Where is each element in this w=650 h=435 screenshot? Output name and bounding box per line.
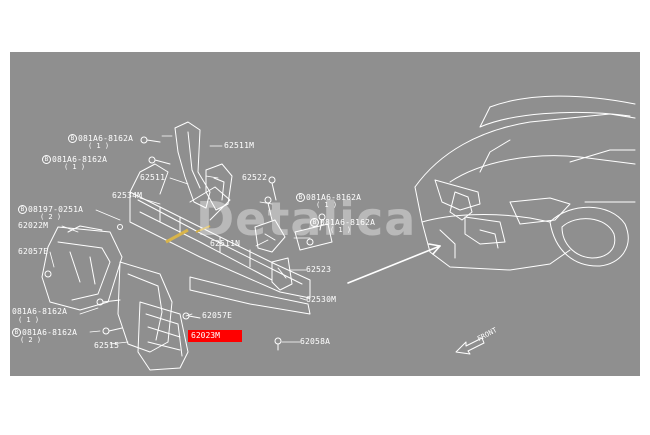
highlight-label: 62023M — [191, 331, 220, 340]
callout-part: 62022M — [18, 221, 49, 230]
leader-lines — [49, 135, 311, 345]
callout-qty: ( 1 ) — [18, 316, 40, 324]
highlight-box — [188, 330, 242, 342]
callout-part: 62511 — [140, 173, 166, 182]
callout-bolt: 081A6-8162A — [12, 307, 68, 316]
car-outline — [414, 95, 636, 271]
callout-qty: ( 1 ) — [88, 142, 110, 150]
callout-part: 62511M — [224, 141, 255, 150]
callout-part: 62523 — [306, 265, 332, 274]
callout-part: 62522 — [242, 173, 268, 182]
watermark: Detalica — [196, 192, 417, 246]
callout-qty: ( 1 ) — [330, 226, 352, 234]
front-arrow — [455, 337, 485, 355]
pointer-line — [347, 245, 441, 284]
callout-part: 62530M — [306, 295, 337, 304]
callout-part: 62058A — [300, 337, 331, 346]
callout-part: 62057E — [202, 311, 233, 320]
callout-part: 62515 — [94, 341, 120, 350]
callout-qty: ( 2 ) — [20, 336, 42, 344]
callout-qty: ( 2 ) — [40, 213, 62, 221]
callout-part: 62534M — [112, 191, 143, 200]
callout-part: 62511N — [210, 239, 241, 248]
parts-artwork — [41, 95, 636, 371]
callout-qty: ( 1 ) — [316, 201, 338, 209]
callout-part: 62057E — [18, 247, 49, 256]
callout-qty: ( 1 ) — [64, 163, 86, 171]
